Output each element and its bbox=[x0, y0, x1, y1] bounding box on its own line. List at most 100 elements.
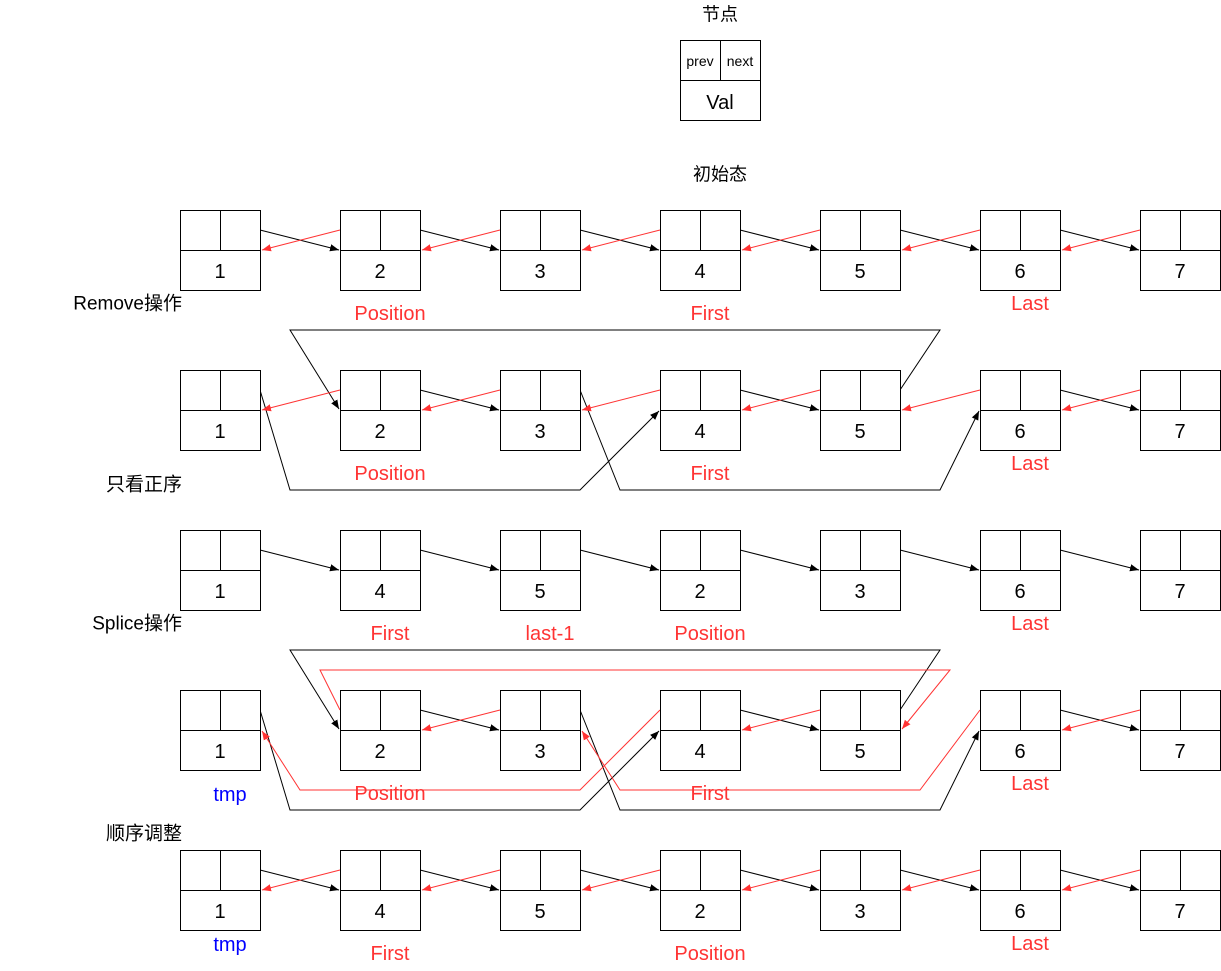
step-caption: 只看正序 bbox=[106, 474, 182, 496]
node-value: 5 bbox=[854, 421, 865, 443]
node-value: 5 bbox=[534, 581, 545, 603]
next-link-arrow bbox=[899, 549, 980, 572]
node-value: 6 bbox=[1014, 421, 1025, 443]
next-link-arrow bbox=[419, 549, 500, 572]
list-node: 5 bbox=[500, 530, 581, 611]
node-value: 2 bbox=[374, 421, 385, 443]
list-node: 2 bbox=[340, 210, 421, 291]
pointer-label-last: Last bbox=[1011, 773, 1049, 795]
list-node: 3 bbox=[500, 210, 581, 291]
list-node: 7 bbox=[1140, 850, 1221, 931]
prev-link-arrow bbox=[261, 389, 341, 412]
next-link-arrow bbox=[289, 329, 941, 410]
prev-link-arrow bbox=[261, 229, 341, 252]
node-value: 1 bbox=[214, 741, 225, 763]
prev-link-arrow bbox=[581, 389, 661, 412]
list-node: 5 bbox=[820, 370, 901, 451]
list-node: 5 bbox=[500, 850, 581, 931]
list-node: 2 bbox=[660, 530, 741, 611]
node-value: 5 bbox=[854, 741, 865, 763]
node-value: 7 bbox=[1174, 901, 1185, 923]
list-node: 6 bbox=[980, 850, 1061, 931]
prev-link-arrow bbox=[1061, 389, 1141, 412]
prev-link-arrow bbox=[741, 389, 821, 412]
pointer-label-last: Last bbox=[1011, 453, 1049, 475]
list-node: 6 bbox=[980, 210, 1061, 291]
node-value: 1 bbox=[214, 261, 225, 283]
next-link-arrow bbox=[579, 549, 660, 572]
next-link-arrow bbox=[579, 389, 980, 491]
list-node: 3 bbox=[820, 530, 901, 611]
list-node: 2 bbox=[660, 850, 741, 931]
pointer-label-first: First bbox=[371, 623, 410, 645]
list-node: 5 bbox=[820, 690, 901, 771]
prev-link-arrow bbox=[581, 229, 661, 252]
node-value: 6 bbox=[1014, 261, 1025, 283]
node-value: 3 bbox=[854, 581, 865, 603]
pointer-label-first: First bbox=[371, 943, 410, 965]
node-value: 4 bbox=[694, 741, 705, 763]
next-link-arrow bbox=[259, 709, 660, 811]
pointer-label-last: Last bbox=[1011, 613, 1049, 635]
list-node: 1 bbox=[180, 370, 261, 451]
list-node: 2 bbox=[340, 690, 421, 771]
node-value: 4 bbox=[374, 581, 385, 603]
list-node: 7 bbox=[1140, 530, 1221, 611]
node-value: 3 bbox=[534, 421, 545, 443]
list-node: 7 bbox=[1140, 690, 1221, 771]
pointer-label-last: Last bbox=[1011, 933, 1049, 955]
pointer-label-position: Position bbox=[354, 783, 425, 805]
initial-state-label: 初始态 bbox=[693, 165, 747, 186]
pointer-label-tmp: tmp bbox=[213, 934, 246, 956]
remove-routed-links bbox=[259, 329, 980, 491]
node-value: 7 bbox=[1174, 261, 1185, 283]
next-link-arrow bbox=[579, 709, 980, 811]
step-caption: Remove操作 bbox=[73, 293, 182, 315]
next-link-arrow bbox=[259, 389, 660, 491]
prev-link-arrow bbox=[421, 709, 501, 732]
list-node: 2 bbox=[340, 370, 421, 451]
list-node: 7 bbox=[1140, 210, 1221, 291]
list-node: 4 bbox=[340, 530, 421, 611]
node-value: 1 bbox=[214, 421, 225, 443]
list-node: 1 bbox=[180, 690, 261, 771]
node-value: 7 bbox=[1174, 421, 1185, 443]
prev-link-arrow bbox=[901, 389, 981, 412]
pointer-label-last-1: last-1 bbox=[526, 623, 575, 645]
list-node: 4 bbox=[660, 210, 741, 291]
node-value: 5 bbox=[854, 261, 865, 283]
pointer-label-position: Position bbox=[354, 463, 425, 485]
node-value: 3 bbox=[534, 741, 545, 763]
pointer-label-position: Position bbox=[674, 623, 745, 645]
prev-link-arrow bbox=[741, 229, 821, 252]
list-node: 1 bbox=[180, 210, 261, 291]
pointer-label-last: Last bbox=[1011, 293, 1049, 315]
list-node: 4 bbox=[660, 690, 741, 771]
list-node: 6 bbox=[980, 690, 1061, 771]
node-value: 5 bbox=[534, 901, 545, 923]
pointer-label-first: First bbox=[691, 463, 730, 485]
node-value: 6 bbox=[1014, 741, 1025, 763]
node-value: 4 bbox=[374, 901, 385, 923]
list-node: 6 bbox=[980, 530, 1061, 611]
pointer-label-first: First bbox=[691, 783, 730, 805]
legend-next-label: next bbox=[727, 53, 754, 69]
list-node: 7 bbox=[1140, 370, 1221, 451]
node-value: 1 bbox=[214, 901, 225, 923]
prev-link-arrow bbox=[261, 709, 661, 791]
list-node: 1 bbox=[180, 850, 261, 931]
prev-link-arrow bbox=[741, 709, 821, 732]
prev-link-arrow bbox=[1061, 709, 1141, 732]
legend-title: 节点 bbox=[702, 5, 738, 26]
node-value: 3 bbox=[854, 901, 865, 923]
prev-link-arrow bbox=[319, 669, 952, 730]
node-value: 6 bbox=[1014, 901, 1025, 923]
prev-link-arrow bbox=[901, 869, 981, 892]
node-value: 2 bbox=[694, 901, 705, 923]
node-value: 3 bbox=[534, 261, 545, 283]
next-link-arrow bbox=[259, 549, 340, 572]
prev-link-arrow bbox=[421, 389, 501, 412]
